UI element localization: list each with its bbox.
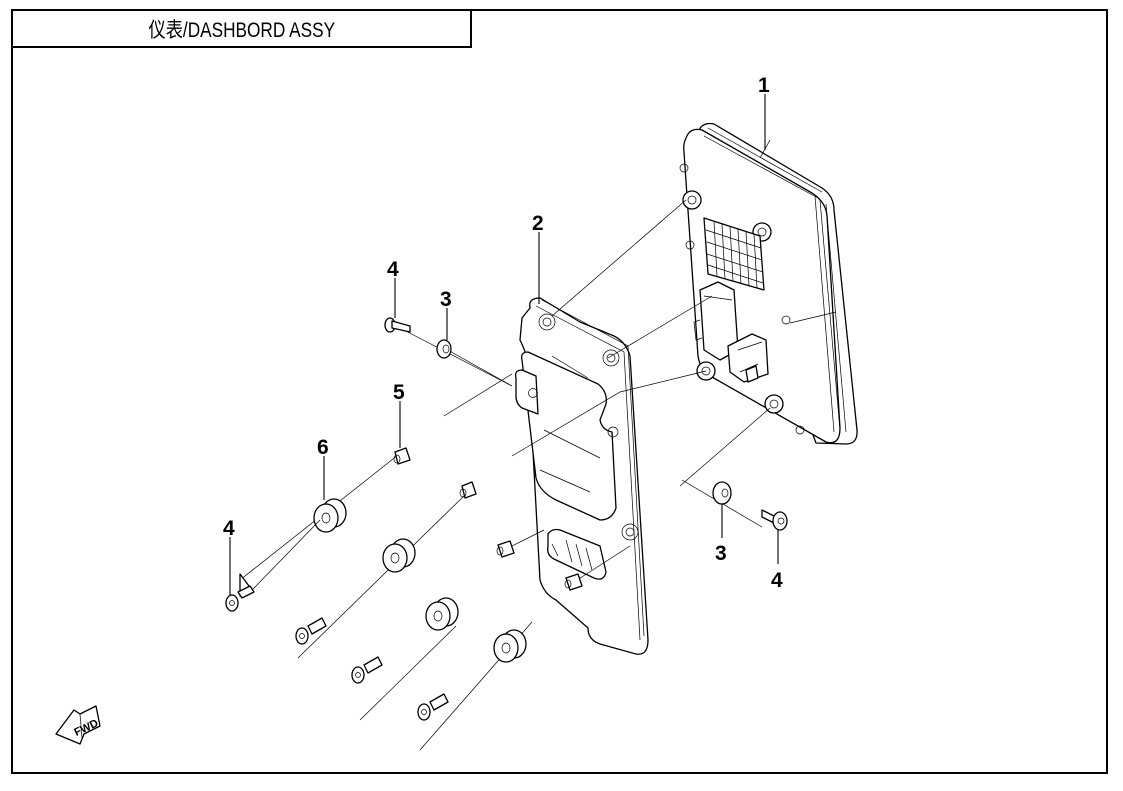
callout-number: 4 xyxy=(223,517,235,540)
dashboard-meter xyxy=(679,122,858,445)
bushing-sleeve xyxy=(393,447,411,465)
callout-number: 3 xyxy=(715,542,727,565)
drawing-title: 仪表/DASHBORD ASSY xyxy=(148,18,335,42)
callout-number: 2 xyxy=(532,212,544,235)
callout-number: 4 xyxy=(771,569,783,592)
rubber-grommet xyxy=(425,597,459,631)
mounting-bracket xyxy=(514,297,649,655)
callout-5: 5 xyxy=(393,381,405,448)
bolt xyxy=(384,317,411,333)
bushing-sleeve xyxy=(564,573,583,591)
callout-number: 5 xyxy=(393,381,405,404)
boss xyxy=(682,190,702,210)
rubber-grommet xyxy=(382,538,416,573)
callout-1: 1 xyxy=(758,74,770,150)
callout-number: 6 xyxy=(317,436,329,459)
assembly-centerlines xyxy=(239,199,771,751)
fwd-arrow-icon: FWD xyxy=(55,705,101,745)
callout-number: 1 xyxy=(758,74,770,97)
rubber-grommet xyxy=(313,498,347,533)
bolt xyxy=(351,656,383,684)
bolt xyxy=(417,693,449,721)
washer xyxy=(436,339,452,359)
rubber-grommet xyxy=(493,629,527,663)
callout-3-top: 3 xyxy=(440,288,452,340)
washer xyxy=(712,481,732,505)
callout-number: 4 xyxy=(387,258,399,281)
callout-4-right: 4 xyxy=(771,530,783,592)
bolt xyxy=(295,617,327,645)
callout-2: 2 xyxy=(532,212,544,304)
bolt xyxy=(225,573,255,612)
callout-number: 3 xyxy=(440,288,452,311)
callout-6: 6 xyxy=(317,436,329,500)
bushing-sleeve xyxy=(459,481,477,499)
drawing-frame xyxy=(11,9,1108,774)
callout-3-right: 3 xyxy=(715,504,727,565)
callout-4-left: 4 xyxy=(223,517,235,595)
bushing-sleeve xyxy=(496,540,515,558)
bolt xyxy=(761,509,788,531)
callout-4-top: 4 xyxy=(387,258,399,318)
title-box: 仪表/DASHBORD ASSY xyxy=(11,9,472,48)
